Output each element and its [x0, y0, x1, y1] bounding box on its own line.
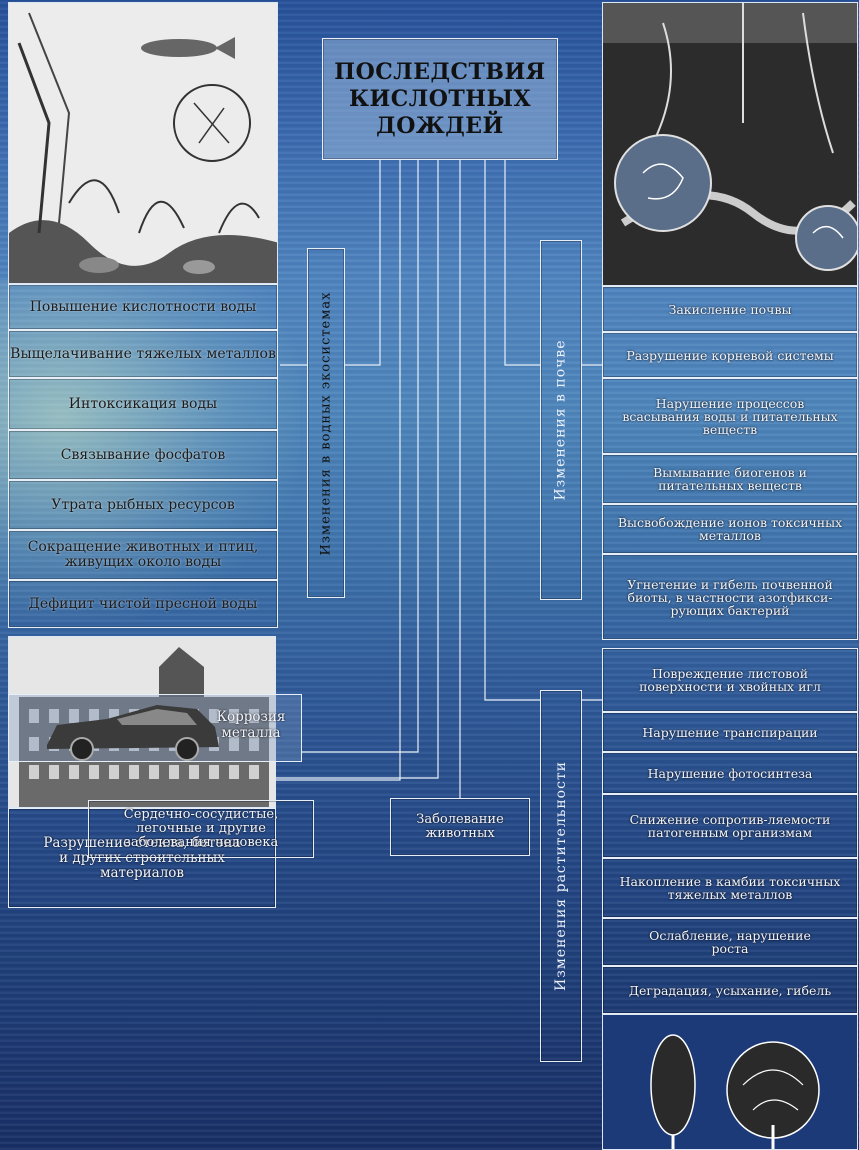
- soil-effect-item: Угнетение и гибель почвенной биоты, в ча…: [602, 554, 858, 640]
- diagram-title: ПОСЛЕДСТВИЯ КИСЛОТНЫХ ДОЖДЕЙ: [322, 38, 558, 160]
- water-effect-item: Связывание фосфатов: [8, 430, 278, 480]
- water-effect-item: Дефицит чистой пресной воды: [8, 580, 278, 628]
- water-effect-item: Утрата рыбных ресурсов: [8, 480, 278, 530]
- category-plants: Изменения растительности: [540, 690, 582, 1062]
- connector-water: [345, 160, 381, 366]
- animal-diseases: Заболевание животных: [390, 798, 530, 856]
- plant-effect-item: Повреждение листовой поверхности и хвойн…: [602, 648, 858, 712]
- buildings-effect: Разрушение стекла, бетона и других строи…: [8, 808, 276, 908]
- soil-effect-item: Вымывание биогенов и питательных веществ: [602, 454, 858, 504]
- soil-effect-item: Закисление почвы: [602, 286, 858, 332]
- soil-effect-item: Нарушение процессов всасывания воды и пи…: [602, 378, 858, 454]
- water-effect-item: Сокращение животных и птиц, живущих окол…: [8, 530, 278, 580]
- category-soil: Изменения в почве: [540, 240, 582, 600]
- aquatic-illustration: [8, 2, 278, 284]
- soil-effect-item: Высвобождение ионов токсичных металлов: [602, 504, 858, 554]
- plant-effect-item: Деградация, усыхание, гибель: [602, 966, 858, 1014]
- plant-effect-item: Ослабление, нарушение роста: [602, 918, 858, 966]
- corrosion-label: Коррозия металла: [216, 709, 286, 741]
- plant-effect-item: Снижение сопротив-ляемости патогенным ор…: [602, 794, 858, 858]
- plant-effect-item: Нарушение фотосинтеза: [602, 752, 858, 794]
- plant-effect-item: Накопление в камбии токсичных тяжелых ме…: [602, 858, 858, 918]
- water-effect-item: Интоксикация воды: [8, 378, 278, 430]
- category-soil-label: Изменения в почве: [553, 339, 570, 501]
- category-plants-label: Изменения растительности: [553, 760, 569, 992]
- background-glow: [0, 280, 300, 620]
- trees-illustration: [602, 1014, 858, 1150]
- connector-buildings: [276, 160, 401, 781]
- category-water: Изменения в водных экосистемах: [307, 248, 345, 598]
- water-effect-item: Повышение кислотности воды: [8, 284, 278, 330]
- soil-effect-item: Разрушение корневой системы: [602, 332, 858, 378]
- connector-plants: [484, 160, 540, 701]
- water-effect-item: Выщелачивание тяжелых металлов: [8, 330, 278, 378]
- connector-corrosion: [302, 160, 419, 753]
- car-illustration: Коррозия металла: [8, 694, 302, 762]
- category-water-label: Изменения в водных экосистемах: [318, 291, 334, 555]
- soil-illustration: [602, 2, 858, 286]
- human-diseases: Сердечно-сосудистые, легочные и другие з…: [88, 800, 314, 858]
- plant-effect-item: Нарушение транспирации: [602, 712, 858, 752]
- connector-soil: [504, 160, 540, 366]
